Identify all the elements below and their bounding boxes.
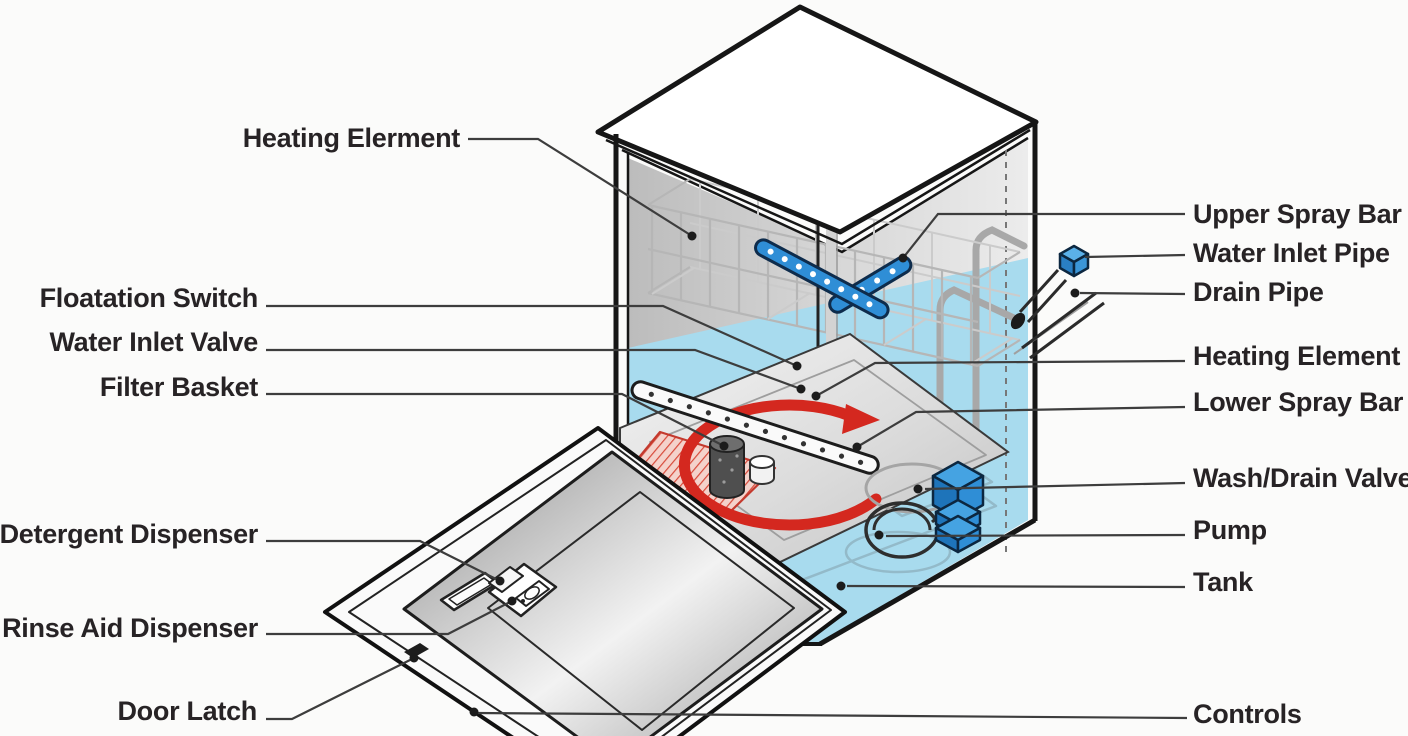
door-latch-graphic bbox=[404, 643, 429, 658]
door-inner-panel bbox=[402, 450, 824, 736]
leader-drain-pipe bbox=[1070, 288, 1186, 298]
labels-right: Upper Spray Bar Water Inlet Pipe Drain P… bbox=[1193, 199, 1408, 729]
leader-detergent-dispenser bbox=[266, 539, 505, 586]
leader-lines bbox=[266, 137, 1188, 721]
leader-floatation-switch bbox=[266, 304, 802, 371]
label-lower-spray-bar: Lower Spray Bar bbox=[1193, 387, 1404, 417]
label-wash-drain-valve: Wash/Drain Valve bbox=[1193, 463, 1408, 493]
water-inlet-pipe-graphic bbox=[1018, 268, 1068, 324]
leader-tank bbox=[836, 581, 1186, 591]
label-detergent-dispenser: Detergent Dispenser bbox=[0, 519, 259, 549]
leader-wash-drain-valve bbox=[913, 481, 1186, 494]
cabinet-top-edge-line bbox=[605, 128, 1031, 246]
upper-spray-bar-graphic bbox=[754, 238, 913, 320]
door-inner-frame bbox=[487, 491, 795, 731]
label-drain-pipe: Drain Pipe bbox=[1193, 277, 1324, 307]
drain-outlet bbox=[1010, 312, 1026, 330]
spray-arm-hub bbox=[749, 455, 775, 485]
label-tank: Tank bbox=[1193, 567, 1254, 597]
inner-rim-line bbox=[621, 136, 1029, 254]
label-controls: Controls bbox=[1193, 699, 1302, 729]
leader-heating-element-upper bbox=[468, 137, 697, 241]
leader-rinse-aid-dispenser bbox=[266, 596, 517, 636]
leader-lower-spray-bar bbox=[852, 405, 1186, 452]
cabinet-interior bbox=[619, 126, 1029, 642]
cabinet-bottom-right-edge bbox=[818, 517, 1037, 647]
leader-water-inlet-pipe bbox=[1084, 253, 1186, 259]
leader-pump bbox=[874, 530, 1186, 540]
label-heating-element: Heating Element bbox=[1193, 341, 1400, 371]
lower-spray-arm bbox=[630, 380, 880, 475]
leader-heating-element bbox=[811, 359, 1186, 401]
tub-floor-inner-line bbox=[649, 359, 987, 541]
door-slab-band bbox=[348, 439, 832, 736]
leader-water-inlet-valve bbox=[266, 348, 806, 394]
leader-filter-basket bbox=[266, 392, 729, 451]
drain-pipe-graphic bbox=[1013, 291, 1105, 360]
wash-drain-valve-graphic bbox=[931, 460, 985, 554]
label-water-inlet-valve: Water Inlet Valve bbox=[50, 327, 259, 357]
internal-pipes bbox=[936, 226, 1028, 450]
label-upper-spray-bar: Upper Spray Bar bbox=[1193, 199, 1402, 229]
inlet-fitting bbox=[1058, 244, 1090, 278]
leader-controls bbox=[469, 707, 1188, 720]
label-door-latch: Door Latch bbox=[117, 696, 257, 726]
label-floatation-switch: Floatation Switch bbox=[40, 283, 258, 313]
label-water-inlet-pipe: Water Inlet Pipe bbox=[1193, 238, 1390, 268]
leader-upper-spray-bar bbox=[898, 212, 1185, 263]
leader-door-latch bbox=[266, 653, 419, 721]
external-pipes bbox=[1010, 244, 1105, 360]
label-filter-basket: Filter Basket bbox=[100, 372, 258, 402]
label-heating-element-upper: Heating Elerment bbox=[243, 123, 461, 153]
door bbox=[323, 426, 847, 736]
rotation-arrow bbox=[678, 399, 882, 531]
labels-left: Heating Elerment Floatation Switch Water… bbox=[0, 123, 461, 726]
label-rinse-aid-dispenser: Rinse Aid Dispenser bbox=[2, 613, 259, 643]
label-pump: Pump bbox=[1193, 515, 1267, 545]
